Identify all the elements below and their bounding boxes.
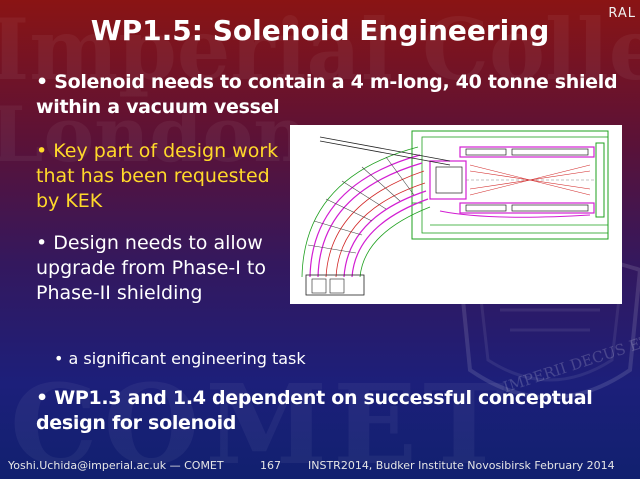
ral-label: RAL (608, 6, 636, 21)
page-title: WP1.5: Solenoid Engineering (90, 14, 550, 47)
bullet-marker: • (36, 387, 48, 409)
bullet-marker: • (54, 349, 64, 368)
solenoid-cad-drawing (290, 125, 622, 304)
bullet-text: Key part of design work that has been re… (36, 140, 279, 212)
bullet-upgrade: • Design needs to allow upgrade from Pha… (36, 231, 286, 306)
bullet-dependency: • WP1.3 and 1.4 dependent on successful … (36, 386, 626, 436)
bullet-marker: • (36, 140, 48, 162)
bullet-marker: • (36, 232, 48, 254)
bullet-text: Solenoid needs to contain a 4 m-long, 40… (36, 71, 618, 118)
bullet-marker: • (36, 71, 48, 93)
sub-bullet-engineering-task: • a significant engineering task (54, 349, 306, 368)
bullet-text: a significant engineering task (68, 349, 306, 368)
footer-page-number: 167 (260, 459, 281, 472)
footer-event: INSTR2014, Budker Institute Novosibirsk … (308, 459, 615, 472)
bullet-text: Design needs to allow upgrade from Phase… (36, 232, 266, 304)
footer-author: Yoshi.Uchida@imperial.ac.uk — COMET (8, 459, 224, 472)
bullet-text: WP1.3 and 1.4 dependent on successful co… (36, 387, 593, 434)
bullet-solenoid-shield: • Solenoid needs to contain a 4 m-long, … (36, 70, 626, 120)
bullet-kek-request: • Key part of design work that has been … (36, 139, 286, 214)
